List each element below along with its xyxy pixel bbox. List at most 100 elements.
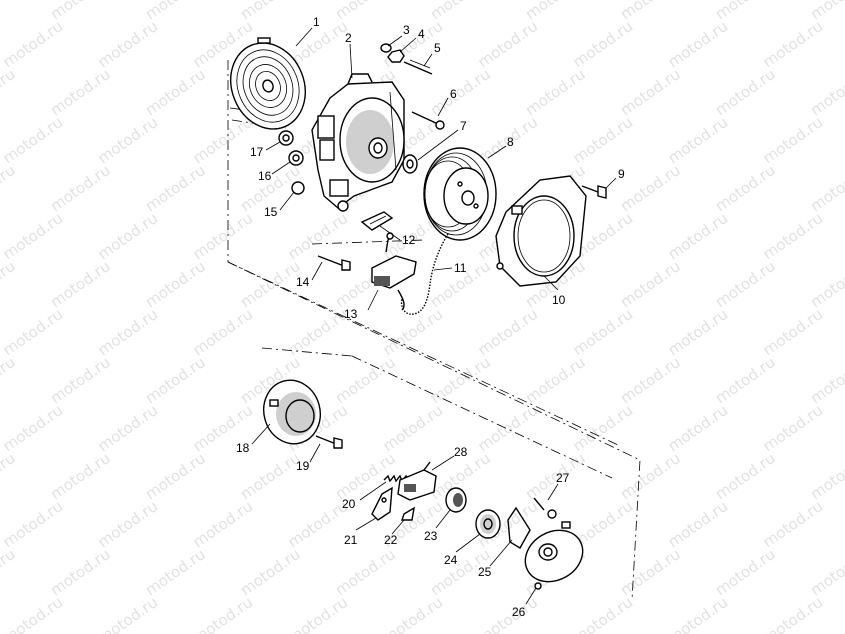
part-21-pawl xyxy=(371,486,393,521)
watermark-text: motod.ru xyxy=(759,17,826,71)
callout-5: 5 xyxy=(434,41,441,55)
watermark-text: motod.ru xyxy=(664,593,731,634)
part-6-screw xyxy=(411,111,445,130)
callout-3: 3 xyxy=(403,23,410,37)
callout-18: 18 xyxy=(236,441,250,455)
watermark-text: motod.ru xyxy=(712,545,779,599)
watermark-text: motod.ru xyxy=(0,497,66,551)
part-2-housing xyxy=(311,73,405,212)
watermark-text: motod.ru xyxy=(189,209,256,263)
watermark-text: motod.ru xyxy=(142,545,209,599)
callout-labels: 1 2 3 4 5 6 7 8 9 10 11 12 13 14 15 16 1… xyxy=(236,15,625,619)
watermark-text: motod.ru xyxy=(0,593,66,634)
watermark-text: motod.ru xyxy=(474,305,541,359)
watermark-text: motod.ru xyxy=(142,161,209,215)
callout-12: 12 xyxy=(402,233,416,247)
part-28-ratchet xyxy=(397,461,437,501)
watermark-text: motod.ru xyxy=(94,17,161,71)
watermark-text: motod.ru xyxy=(664,497,731,551)
part-11-rope xyxy=(400,233,449,315)
callout-24: 24 xyxy=(444,553,458,567)
watermark-text: motod.ru xyxy=(0,353,19,407)
watermark-text: motod.ru xyxy=(807,449,845,503)
watermark-text: motod.ru xyxy=(807,545,845,599)
watermark-text: motod.ru xyxy=(0,0,19,23)
watermark-text: motod.ru xyxy=(664,305,731,359)
callout-11: 11 xyxy=(454,261,467,275)
watermark-text: motod.ru xyxy=(664,17,731,71)
watermark-text: motod.ru xyxy=(189,497,256,551)
watermark-text: motod.ru xyxy=(664,113,731,167)
part-14-bolt xyxy=(317,255,351,271)
watermark-text: motod.ru xyxy=(759,113,826,167)
watermark-text: motod.ru xyxy=(759,497,826,551)
callout-15: 15 xyxy=(264,205,278,219)
watermark-text: motod.ru xyxy=(617,161,684,215)
callout-7: 7 xyxy=(460,119,467,133)
watermark-text: motod.ru xyxy=(47,545,114,599)
watermark-text: motod.ru xyxy=(807,161,845,215)
watermark-text: motod.ru xyxy=(759,401,826,455)
callout-4: 4 xyxy=(418,27,425,41)
callout-20: 20 xyxy=(342,497,356,511)
watermark-text: motod.ru xyxy=(94,593,161,634)
watermark-text: motod.ru xyxy=(427,65,494,119)
callout-10: 10 xyxy=(552,293,566,307)
watermark-text: motod.ru xyxy=(379,593,446,634)
callout-16: 16 xyxy=(258,169,272,183)
callout-22: 22 xyxy=(384,533,398,547)
part-26-plate xyxy=(524,529,584,590)
part-15-nut xyxy=(291,181,305,195)
callout-6: 6 xyxy=(450,87,457,101)
watermark-text: motod.ru xyxy=(617,449,684,503)
part-1-recoil-spring xyxy=(230,37,306,130)
callout-14: 14 xyxy=(296,275,310,289)
watermark-text: motod.ru xyxy=(94,305,161,359)
watermark-text: motod.ru xyxy=(807,65,845,119)
watermark-text: motod.ru xyxy=(47,353,114,407)
watermark-text: motod.ru xyxy=(569,593,636,634)
watermark-text: motod.ru xyxy=(617,65,684,119)
part-7-seal xyxy=(402,154,418,174)
watermark-text: motod.ru xyxy=(664,401,731,455)
watermark-text: motod.ru xyxy=(474,593,541,634)
watermark-text: motod.ru xyxy=(759,593,826,634)
watermark-text: motod.ru xyxy=(712,449,779,503)
watermark-text: motod.ru xyxy=(47,257,114,311)
watermark-text: motod.ru xyxy=(0,401,66,455)
callout-19: 19 xyxy=(296,459,310,473)
watermark-text: motod.ru xyxy=(712,65,779,119)
callout-21: 21 xyxy=(344,533,358,547)
part-17-washer xyxy=(278,130,294,146)
watermark-text: motod.ru xyxy=(0,161,19,215)
callout-25: 25 xyxy=(478,565,492,579)
watermark-text: motod.ru xyxy=(284,305,351,359)
watermark-text: motod.ru xyxy=(189,305,256,359)
watermark-text: motod.ru xyxy=(712,353,779,407)
watermark-text: motod.ru xyxy=(0,449,19,503)
callout-1: 1 xyxy=(313,15,320,29)
watermark-text: motod.ru xyxy=(142,449,209,503)
callout-28: 28 xyxy=(454,445,468,459)
callout-27: 27 xyxy=(556,471,570,485)
watermark-text: motod.ru xyxy=(237,449,304,503)
watermark-text: motod.ru xyxy=(759,209,826,263)
part-24-washer xyxy=(475,509,501,539)
watermark-text: motod.ru xyxy=(284,209,351,263)
watermark-text: motod.ru xyxy=(0,113,66,167)
part-9-bolt xyxy=(581,185,607,199)
watermark-text: motod.ru xyxy=(522,65,589,119)
watermark-text: motod.ru xyxy=(569,401,636,455)
watermark-text: motod.ru xyxy=(617,353,684,407)
watermark-text: motod.ru xyxy=(237,257,304,311)
watermark-text: motod.ru xyxy=(332,545,399,599)
part-16-nut xyxy=(288,150,304,166)
watermark-text: motod.ru xyxy=(0,209,66,263)
watermark-text: motod.ru xyxy=(569,113,636,167)
watermark-text: motod.ru xyxy=(569,17,636,71)
part-8-pulley xyxy=(423,147,497,241)
watermark-text: motod.ru xyxy=(47,65,114,119)
watermark-text: motod.ru xyxy=(807,353,845,407)
watermark-text: motod.ru xyxy=(664,209,731,263)
